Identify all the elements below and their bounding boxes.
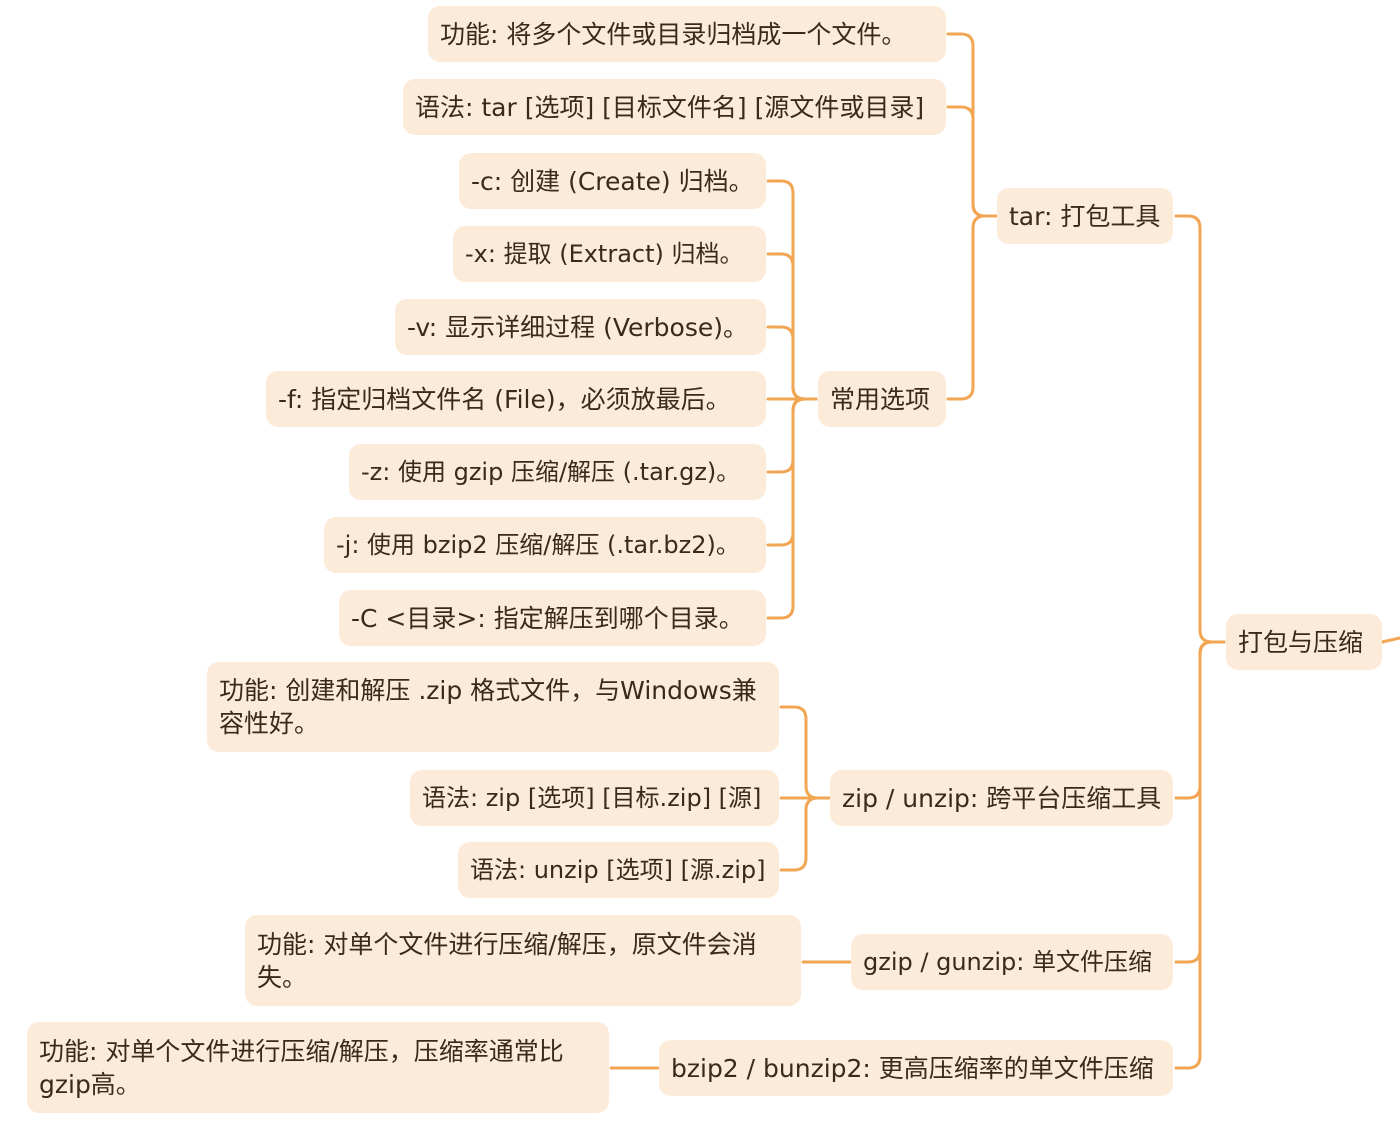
node-root-label: 打包与压缩 — [1238, 627, 1364, 657]
link-opt-x — [766, 252, 818, 401]
node-tar-syntax[interactable]: 语法: tar [选项] [目标文件名] [源文件或目录] — [403, 79, 946, 135]
node-option-v-label: -v: 显示详细过程 (Verbose)。 — [407, 312, 748, 342]
link-root-tar — [1174, 214, 1226, 644]
node-tar-function[interactable]: 功能: 将多个文件或目录归档成一个文件。 — [428, 6, 946, 62]
link-zip-unzip — [779, 796, 832, 872]
node-option-c-label: -c: 创建 (Create) 归档。 — [471, 166, 754, 196]
link-root-bzip2 — [1174, 640, 1226, 1070]
node-zip-function-label: 功能: 创建和解压 .zip 格式文件，与Windows兼容性好。 — [219, 676, 757, 738]
node-option-f-label: -f: 指定归档文件名 (File)，必须放最后。 — [278, 384, 731, 414]
link-opt-c — [766, 179, 818, 401]
node-zip-label: zip / unzip: 跨平台压缩工具 — [842, 783, 1162, 813]
node-option-x-label: -x: 提取 (Extract) 归档。 — [465, 239, 744, 268]
link-opt-v — [766, 325, 818, 401]
node-option-C-label: -C <目录>: 指定解压到哪个目录。 — [351, 603, 744, 633]
node-gzip-function-label: 功能: 对单个文件进行压缩/解压，原文件会消失。 — [257, 929, 757, 992]
node-bzip2-function-label: 功能: 对单个文件进行压缩/解压，压缩率通常比gzip高。 — [39, 1036, 564, 1099]
node-tar-options[interactable]: 常用选项 — [818, 371, 946, 427]
link-tar-options — [946, 214, 998, 401]
node-bzip2-label: bzip2 / bunzip2: 更高压缩率的单文件压缩 — [671, 1053, 1154, 1083]
link-root-offscreen — [1380, 636, 1400, 644]
node-zip-syntax-label: 语法: zip [选项] [目标.zip] [源] — [422, 783, 762, 812]
node-option-C[interactable]: -C <目录>: 指定解压到哪个目录。 — [339, 590, 766, 646]
node-option-v[interactable]: -v: 显示详细过程 (Verbose)。 — [395, 299, 766, 355]
node-option-x[interactable]: -x: 提取 (Extract) 归档。 — [453, 226, 766, 282]
node-option-f[interactable]: -f: 指定归档文件名 (File)，必须放最后。 — [266, 371, 766, 427]
node-gzip[interactable]: gzip / gunzip: 单文件压缩 — [851, 934, 1173, 990]
node-tar-syntax-label: 语法: tar [选项] [目标文件名] [源文件或目录] — [415, 92, 925, 122]
node-tar-options-label: 常用选项 — [830, 384, 931, 414]
link-opt-z — [766, 397, 818, 474]
node-unzip-syntax[interactable]: 语法: unzip [选项] [源.zip] — [458, 842, 779, 898]
link-zip-function — [779, 705, 832, 800]
node-tar-label: tar: 打包工具 — [1009, 201, 1161, 231]
node-unzip-syntax-label: 语法: unzip [选项] [源.zip] — [470, 855, 766, 884]
node-bzip2[interactable]: bzip2 / bunzip2: 更高压缩率的单文件压缩 — [659, 1040, 1173, 1096]
node-root[interactable]: 打包与压缩 — [1226, 614, 1382, 670]
link-opt-C — [766, 397, 818, 620]
link-tar-function — [946, 32, 998, 218]
node-zip[interactable]: zip / unzip: 跨平台压缩工具 — [830, 770, 1173, 826]
node-zip-function[interactable]: 功能: 创建和解压 .zip 格式文件，与Windows兼容性好。 — [207, 662, 779, 752]
node-option-j[interactable]: -j: 使用 bzip2 压缩/解压 (.tar.bz2)。 — [324, 517, 766, 573]
node-option-z-label: -z: 使用 gzip 压缩/解压 (.tar.gz)。 — [361, 457, 741, 486]
link-tar-syntax — [946, 105, 998, 218]
node-tar[interactable]: tar: 打包工具 — [997, 188, 1173, 244]
node-option-c[interactable]: -c: 创建 (Create) 归档。 — [459, 153, 766, 209]
node-gzip-label: gzip / gunzip: 单文件压缩 — [863, 947, 1152, 976]
node-option-j-label: -j: 使用 bzip2 压缩/解压 (.tar.bz2)。 — [336, 530, 740, 559]
link-opt-j — [766, 397, 818, 547]
link-root-gzip — [1174, 640, 1226, 964]
node-bzip2-function[interactable]: 功能: 对单个文件进行压缩/解压，压缩率通常比gzip高。 — [27, 1022, 609, 1113]
node-gzip-function[interactable]: 功能: 对单个文件进行压缩/解压，原文件会消失。 — [245, 915, 801, 1006]
node-zip-syntax[interactable]: 语法: zip [选项] [目标.zip] [源] — [410, 770, 779, 826]
node-option-z[interactable]: -z: 使用 gzip 压缩/解压 (.tar.gz)。 — [349, 444, 766, 500]
node-tar-function-label: 功能: 将多个文件或目录归档成一个文件。 — [440, 19, 907, 49]
link-root-zip — [1174, 640, 1226, 800]
